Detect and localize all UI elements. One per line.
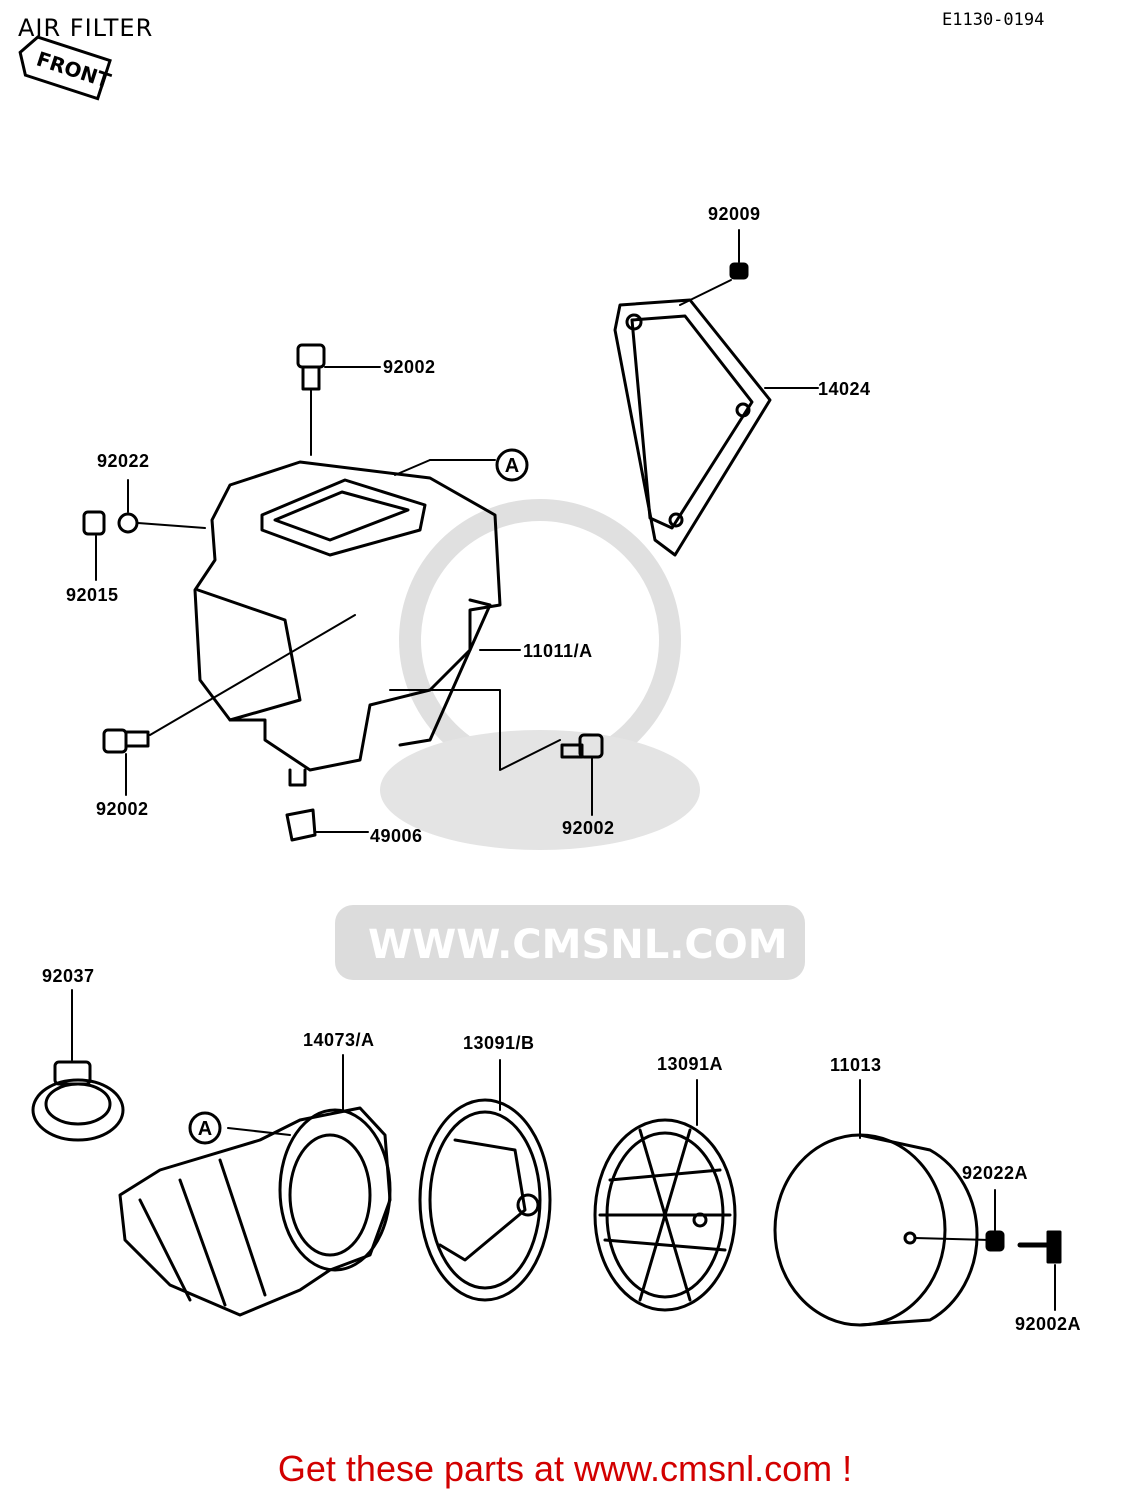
- label-92002-left: 92002: [96, 799, 149, 819]
- label-92002A: 92002A: [1015, 1314, 1082, 1334]
- label-14024: 14024: [818, 379, 871, 399]
- ref-circle-a-bottom: [188, 1111, 222, 1145]
- part-92009-screw: [679, 229, 749, 306]
- part-92002-left-bolt: [102, 614, 356, 796]
- part-14024-cover: [613, 298, 772, 557]
- label-11011A: 11011/A: [523, 641, 593, 661]
- part-13091A-frame: [593, 1079, 737, 1312]
- part-11013-element: [773, 1079, 991, 1327]
- part-92002-top-bolt: [296, 343, 381, 456]
- diagram-code: E1130-0194: [942, 10, 1045, 30]
- part-92002-right-bolt: [560, 733, 604, 816]
- label-49006: 49006: [370, 826, 423, 846]
- label-11013: 11013: [830, 1055, 882, 1075]
- label-92015: 92015: [66, 585, 119, 605]
- label-14073A: 14073/A: [303, 1030, 375, 1050]
- label-13091B: 13091/B: [463, 1033, 535, 1053]
- label-92002-top: 92002: [383, 357, 436, 377]
- part-92022-washer: [117, 479, 206, 534]
- label-92022: 92022: [97, 451, 150, 471]
- part-92015-nut: [82, 510, 106, 581]
- part-13091B-holder: [418, 1059, 552, 1302]
- label-13091A: 13091A: [657, 1054, 724, 1074]
- label-92022A: 92022A: [962, 1163, 1029, 1183]
- ref-circle-a-top: [495, 448, 529, 482]
- part-92037-clamp: [31, 989, 125, 1142]
- front-orientation-tag: FRONT: [9, 28, 115, 103]
- watermark-text: WWW.CMSNL.COM: [368, 922, 788, 968]
- footer-link-text[interactable]: Get these parts at www.cmsnl.com !: [277, 1448, 853, 1489]
- part-92022A-nut: [985, 1189, 1005, 1252]
- label-92009: 92009: [708, 204, 761, 224]
- part-11011A-air-box: [193, 459, 561, 787]
- label-92002-right: 92002: [562, 818, 615, 838]
- part-49006-plug: [285, 808, 369, 842]
- ref-a-bottom-text: A: [198, 1118, 212, 1140]
- part-92002A-wing-bolt: [1017, 1230, 1062, 1311]
- label-92037: 92037: [42, 966, 95, 986]
- ref-a-top-text: A: [505, 455, 519, 477]
- part-14073A-duct: [118, 1054, 392, 1317]
- watermark-logo: [335, 499, 805, 980]
